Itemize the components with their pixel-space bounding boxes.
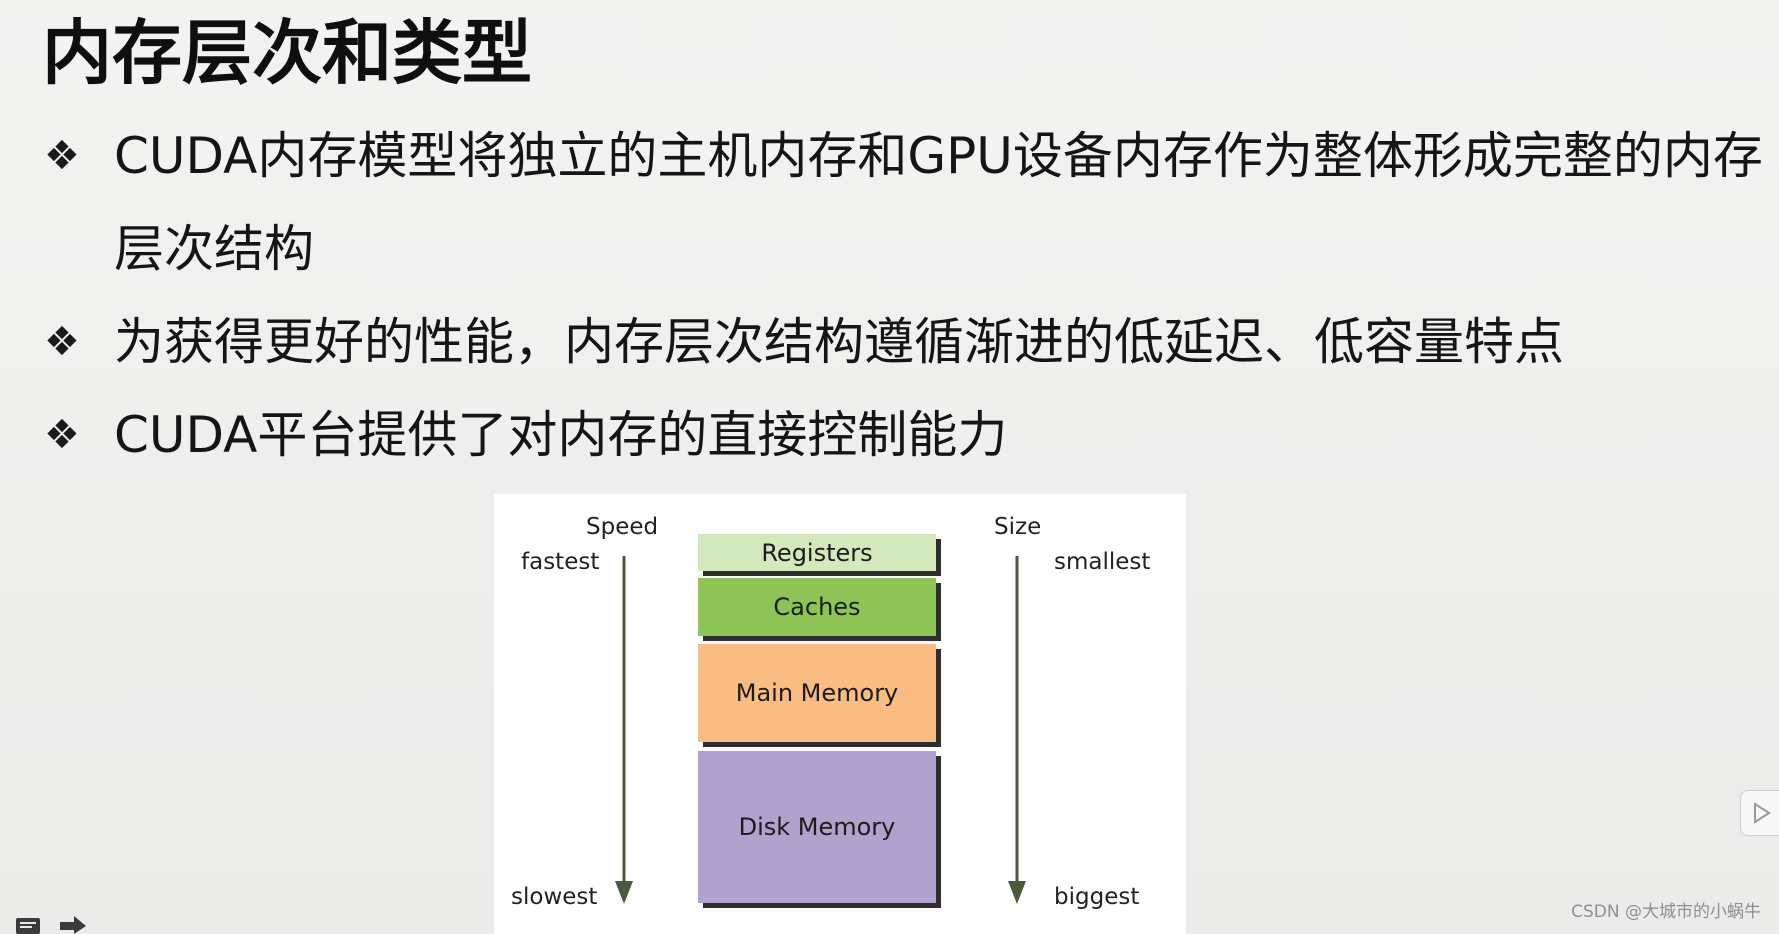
notes-icon[interactable] <box>14 914 44 934</box>
layer-caches: Caches <box>698 578 936 636</box>
speed-axis-label: Speed <box>586 514 659 540</box>
layer-disk-memory: Disk Memory <box>698 751 936 903</box>
speed-top-label: fastest <box>521 549 600 575</box>
diamond-bullet-icon: ❖ <box>44 412 80 458</box>
bullet-item: ❖ CUDA平台提供了对内存的直接控制能力 <box>44 389 1764 482</box>
slide-title: 内存层次和类型 <box>42 12 532 94</box>
speed-bottom-label: slowest <box>511 884 598 910</box>
bullet-item: ❖ CUDA内存模型将独立的主机内存和GPU设备内存作为整体形成完整的内存层次结… <box>44 110 1764 296</box>
speed-arrow-icon <box>615 556 633 904</box>
memory-hierarchy-diagram: Speed fastest slowest Size smallest bigg… <box>494 494 1186 934</box>
play-icon <box>1754 802 1771 824</box>
size-top-label: smallest <box>1054 549 1151 575</box>
bullet-text: 为获得更好的性能，内存层次结构遵循渐进的低延迟、低容量特点 <box>114 313 1564 371</box>
diamond-bullet-icon: ❖ <box>44 133 80 179</box>
layer-main-memory: Main Memory <box>698 644 936 742</box>
bullet-list: ❖ CUDA内存模型将独立的主机内存和GPU设备内存作为整体形成完整的内存层次结… <box>44 110 1764 482</box>
bullet-text: CUDA内存模型将独立的主机内存和GPU设备内存作为整体形成完整的内存层次结构 <box>114 127 1763 278</box>
forward-arrow-icon[interactable] <box>58 914 88 934</box>
size-bottom-label: biggest <box>1054 884 1140 910</box>
layer-registers: Registers <box>698 534 936 571</box>
diamond-bullet-icon: ❖ <box>44 319 80 365</box>
bullet-item: ❖ 为获得更好的性能，内存层次结构遵循渐进的低延迟、低容量特点 <box>44 296 1764 389</box>
bullet-text: CUDA平台提供了对内存的直接控制能力 <box>114 406 1008 464</box>
side-play-button[interactable] <box>1740 790 1779 836</box>
size-arrow-icon <box>1008 556 1026 904</box>
watermark: CSDN @大城市的小蜗牛 <box>1571 902 1761 922</box>
size-axis-label: Size <box>994 514 1042 540</box>
